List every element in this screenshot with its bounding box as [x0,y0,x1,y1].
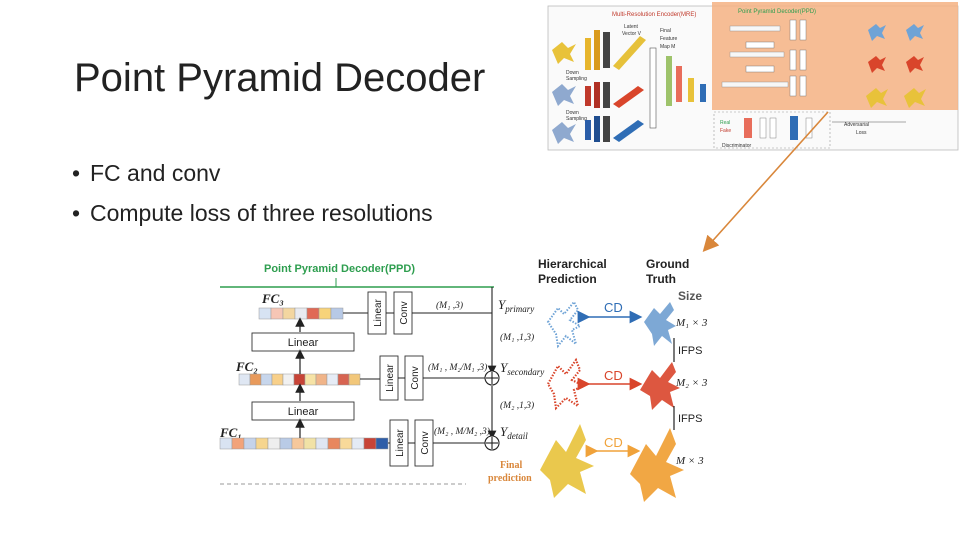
thumb-input-clouds [552,42,576,144]
bullet-item: •FC and conv [72,160,221,186]
fc3-strip [258,307,344,320]
pred-cloud-red [546,357,587,411]
pointer-arrow [702,111,829,252]
output-primary: Yprimary [498,297,534,314]
ppd-header: Point Pyramid Decoder(PPD) [264,263,415,275]
size-2: M₂ × 3 [675,377,708,389]
thumb-fc-bar [676,66,682,102]
thumbnail-diagram: Multi-Resolution Encoder(MRE) Point Pyra… [547,2,959,151]
block-row-2: Linear Conv [379,355,424,401]
cd-label-2: CD [604,368,623,383]
thumb-concat-bar [649,47,657,129]
bullet-text: FC and conv [90,160,221,186]
fc1-strip [219,437,389,450]
size-3: M × 3 [675,455,704,467]
thumb-ffm-3: Map M [660,44,675,50]
col-header-pred-1: Hierarchical [538,257,607,271]
main-ppd-figure: Point Pyramid Decoder(PPD) FC₃ FC₂ FC₁ [219,257,708,502]
linear-v-label-3: Linear [395,428,406,456]
thumb-latent-1: Latent [624,24,639,30]
thumb-mlp-bar [666,56,672,106]
reshape-label-1: (M₁ ,1,3) [500,332,534,343]
final-label-2: prediction [488,473,532,484]
shape-label-3: (M₂ , M/M₂ ,3) [434,426,490,437]
block-row-1: Linear Conv [367,291,413,335]
bullet-text: Compute loss of three resolutions [90,200,433,226]
bullet-list: •FC and conv •Compute loss of three reso… [72,158,433,238]
thumb-latent-2: Vector V [622,31,642,37]
thumb-real: Real [720,120,730,126]
ifps-label-1: IFPS [678,345,702,357]
thumb-discriminator-box [713,111,831,149]
col-header-truth-2: Truth [646,272,676,286]
bullet-item: •Compute loss of three resolutions [72,200,433,226]
thumb-down-1: Down [566,70,579,76]
truth-cloud-blue [644,302,676,346]
linear-label-upper: Linear [288,337,319,349]
thumb-down-2: Down [566,110,579,116]
block-row-3: Linear Conv [389,419,434,467]
thumb-encoder-tubes [585,30,646,142]
cd-label-3: CD [604,435,623,450]
reshape-label-2: (M₂ ,1,3) [500,400,534,411]
truth-cloud-red [640,362,680,410]
output-secondary: Ysecondary [500,360,544,377]
shape-label-1: (M₁ ,3) [436,300,463,311]
thumb-fc-bar-3 [700,84,706,102]
slide-title: Point Pyramid Decoder [74,56,486,100]
pred-cloud-blue [546,300,583,349]
linear-v-label-1: Linear [373,298,384,326]
thumb-mre-label: Multi-Resolution Encoder(MRE) [612,12,696,18]
thumb-disc-label: Discriminator [722,143,752,149]
fc1-label: FC₁ [219,425,242,440]
fc2-label: FC₂ [235,359,258,374]
thumb-cloud-blue [552,84,576,106]
size-header: Size [678,289,702,303]
col-header-truth-1: Ground [646,257,689,271]
conv-v-label-2: Conv [410,366,421,389]
thumb-ppd-internals [721,19,926,108]
ifps-label-2: IFPS [678,413,702,425]
thumb-ppd-label: Point Pyramid Decoder(PPD) [738,9,816,15]
truth-cloud-orange [630,428,684,502]
linear-label-lower: Linear [288,406,319,418]
pred-cloud-yellow [540,424,594,498]
thumb-adv-2: Loss [856,130,867,136]
thumb-ffm-1: Final [660,28,671,34]
conv-v-label-1: Conv [399,301,410,324]
shape-label-2: (M₁ , M₂/M₁ ,3) [428,362,487,373]
size-1: M₁ × 3 [675,317,708,329]
cd-label-1: CD [604,300,623,315]
conv-v-label-3: Conv [420,431,431,454]
output-detail: Ydetail [500,424,528,441]
col-header-pred-2: Prediction [538,272,597,286]
thumb-down-1b: Sampling [566,76,587,82]
thumb-down-2b: Sampling [566,116,587,122]
thumb-adv-1: Adversarial [844,122,869,128]
fc3-label: FC₃ [261,291,284,306]
thumb-cloud-blue-2 [552,122,576,144]
thumb-fc-bar-2 [688,78,694,102]
thumb-fake: Fake [720,128,731,134]
fc2-strip [238,373,361,386]
thumb-ffm-2: Feature [660,36,677,42]
final-label-1: Final [500,460,522,471]
linear-v-label-2: Linear [385,363,396,391]
thumb-cloud-yellow [552,42,576,64]
